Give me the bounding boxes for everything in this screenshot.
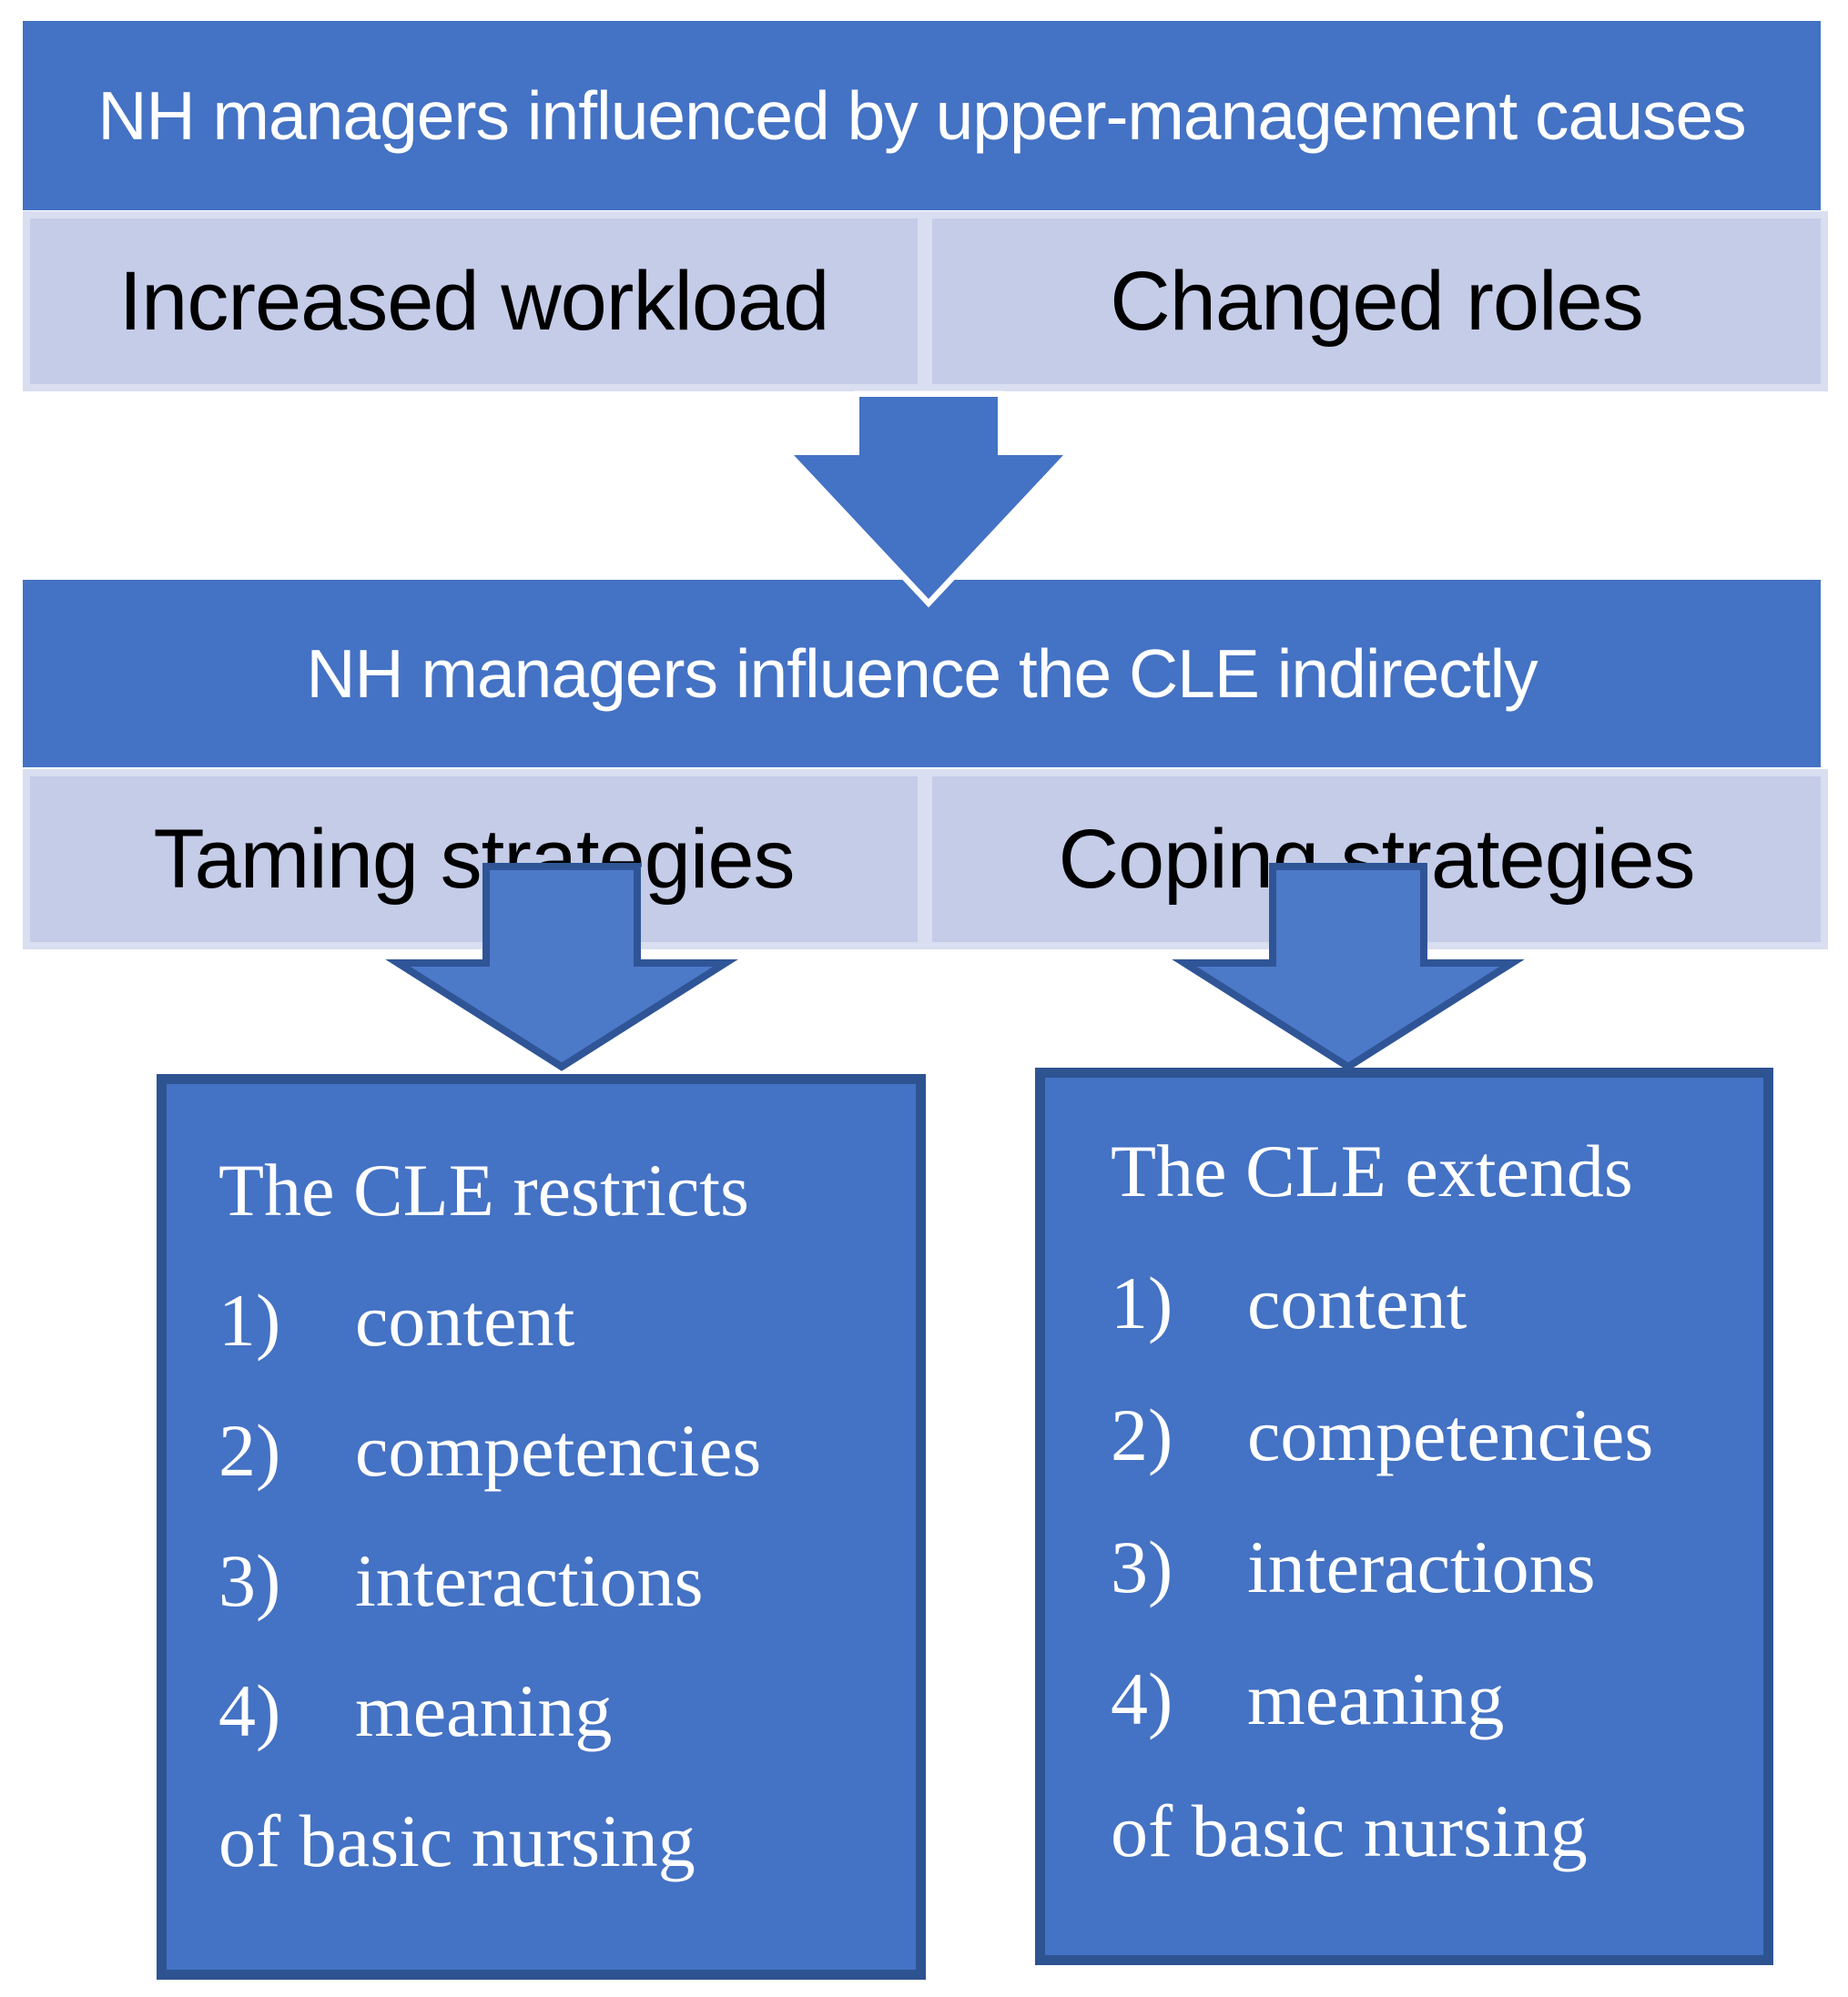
outcome-box-restricts: The CLE restricts 1) content 2) competen… [157,1074,926,1980]
list-item: 2) competencies [218,1385,898,1515]
list-item: 3) interactions [218,1515,898,1646]
list-item-label: content [1247,1261,1467,1344]
list-item-label: interactions [1247,1525,1596,1608]
list-item-number: 2) [218,1408,281,1492]
list-item: 1) content [218,1255,898,1385]
outcome-title-label: The CLE extends [1111,1129,1633,1212]
list-item-number: 4) [218,1668,281,1752]
list-item-label: competencies [1247,1393,1654,1476]
middle-header-label: NH managers influence the CLE indirectly [306,635,1538,712]
strategy-box-coping: Coping strategies [925,769,1828,949]
list-item-number: 3) [218,1538,281,1622]
list-item-number: 1) [218,1278,281,1362]
down-arrow-main-icon [780,390,1077,608]
outcome-box-extends: The CLE extends 1) content 2) competenci… [1035,1068,1773,1965]
middle-header-bar: NH managers influence the CLE indirectly [23,580,1821,767]
outcome-title: The CLE restricts [218,1125,898,1255]
strategy-box-label: Taming strategies [153,812,796,906]
list-item: 3) interactions [1111,1501,1745,1633]
top-header-label: NH managers influenced by upper-manageme… [97,77,1746,154]
list-item: 4) meaning [1111,1633,1745,1765]
outcome-footer-label: of basic nursing [218,1799,696,1882]
list-item-label: meaning [355,1668,613,1752]
list-item-label: content [355,1278,575,1362]
cause-box-changed-roles: Changed roles [925,211,1828,391]
strategy-box-taming: Taming strategies [23,769,925,949]
list-item-number: 2) [1111,1393,1173,1476]
list-item-label: meaning [1247,1657,1505,1740]
list-item: 1) content [1111,1237,1745,1369]
list-item: 2) competencies [1111,1369,1745,1501]
strategy-box-label: Coping strategies [1058,812,1696,906]
list-item: 4) meaning [218,1646,898,1776]
list-item-number: 3) [1111,1525,1173,1608]
outcome-title-label: The CLE restricts [218,1148,749,1232]
cause-box-label: Changed roles [1110,254,1643,348]
cause-box-label: Increased workload [118,254,830,348]
list-item-number: 1) [1111,1261,1173,1344]
list-item-label: interactions [355,1538,704,1622]
outcome-footer: of basic nursing [1111,1765,1745,1897]
list-item-label: competencies [355,1408,762,1492]
list-item-number: 4) [1111,1657,1173,1740]
outcome-title: The CLE extends [1111,1105,1745,1237]
outcome-footer-label: of basic nursing [1111,1789,1588,1872]
outcome-footer: of basic nursing [218,1776,898,1906]
cause-box-increased-workload: Increased workload [23,211,925,391]
top-header-bar: NH managers influenced by upper-manageme… [23,21,1821,210]
